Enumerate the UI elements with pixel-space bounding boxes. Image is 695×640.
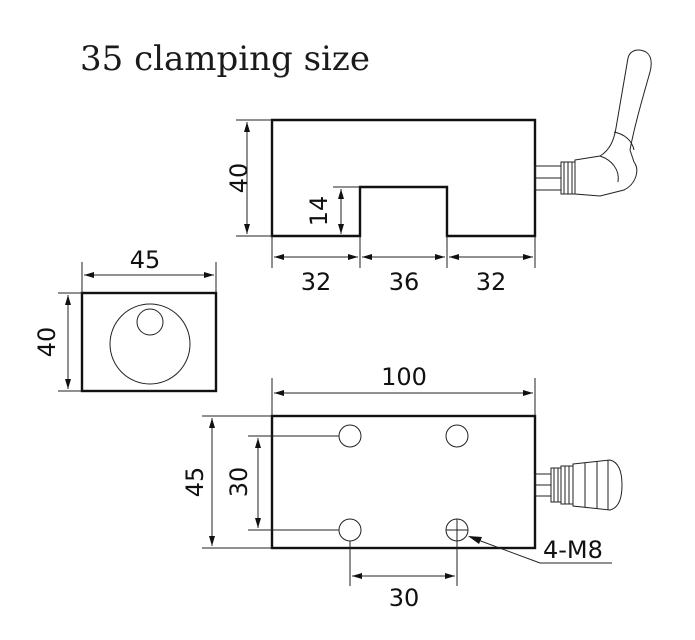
mounting-hole (338, 424, 362, 448)
hole-spacing-y-label: 30 (225, 467, 253, 498)
slot-depth-label: 14 (305, 196, 333, 227)
side-view-outline (80, 291, 218, 393)
clamp-bore-circle (109, 303, 191, 385)
mounting-hole (338, 518, 362, 542)
left-width-label: 32 (301, 268, 332, 296)
clamp-pin-circle (136, 308, 164, 336)
side-height-label: 40 (33, 327, 61, 358)
thread-leader-line (469, 536, 541, 564)
thread-callout-label: 4-M8 (543, 536, 603, 564)
front-view-outline (270, 118, 537, 238)
right-width-label: 32 (476, 268, 507, 296)
slot-width-label: 36 (389, 268, 420, 296)
front-view: 40 14 32 36 32 (225, 49, 652, 296)
clamp-connector (534, 459, 623, 511)
front-height-label: 40 (225, 163, 253, 194)
side-view: 45 40 (33, 246, 218, 393)
drawing-title: 35 clamping size (80, 39, 370, 79)
top-length-label: 100 (381, 363, 427, 391)
top-view: 100 45 30 30 4-M8 (181, 363, 623, 612)
hole-spacing-x-label: 30 (389, 584, 420, 612)
mounting-hole (445, 424, 469, 448)
clamp-lever (534, 49, 652, 197)
top-width-label: 45 (181, 467, 209, 498)
connector-body (572, 459, 623, 511)
lever-body (574, 49, 652, 197)
side-width-label: 45 (130, 246, 161, 274)
